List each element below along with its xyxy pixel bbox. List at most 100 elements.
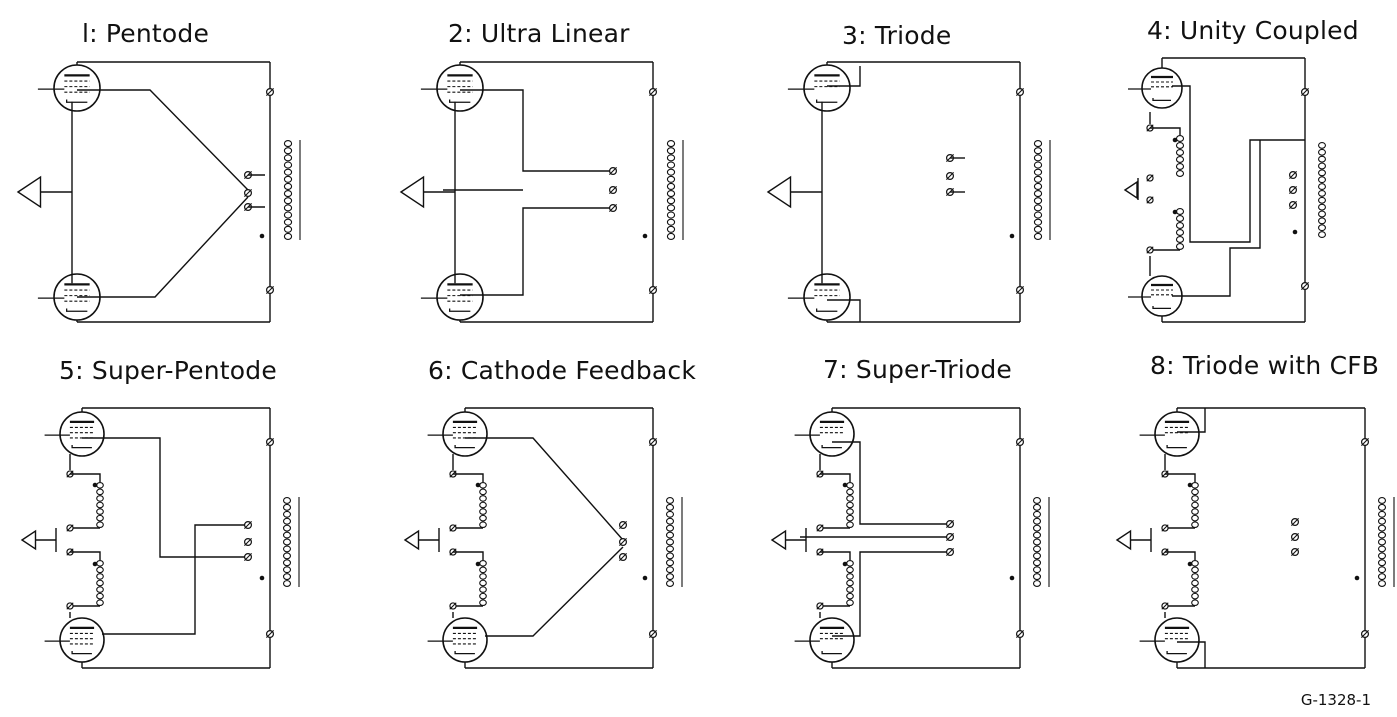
terminal-icon [449,602,457,610]
terminal-icon [1146,246,1154,254]
wire [77,89,249,191]
panel-title-5: 5: Super-Pentode [59,356,277,385]
terminal-icon [1161,602,1169,610]
triode-tube-icon [787,64,851,112]
terminal-icon [609,167,618,176]
terminal-icon [1161,524,1169,532]
wire [1177,408,1206,433]
terminal-icon [1361,629,1370,638]
terminal-icon [946,519,955,528]
terminal-icon [244,537,253,546]
terminal-icon [266,286,275,295]
terminal-icon [1016,438,1025,447]
terminal-icon [1301,87,1310,96]
ground-arrow-icon [20,529,37,551]
terminal-icon [1291,547,1300,556]
winding-coil-icon [283,140,293,240]
phase-dot-icon [92,482,98,488]
wire [102,524,248,635]
phase-dot-icon [642,575,648,581]
schematic-cathodefb [403,407,683,669]
terminal-icon [1291,517,1300,526]
winding-coil-icon [846,481,854,529]
winding-coil-icon [282,497,292,587]
phase-dot-icon [475,561,481,567]
terminal-icon [1361,438,1370,447]
panel-title-6: 6: Cathode Feedback [428,356,697,385]
wire [465,437,624,541]
pentode-tube-icon [37,64,101,112]
terminal-icon [816,602,824,610]
winding-coil-icon [1377,497,1387,587]
wire [460,207,613,296]
panel-title-4: 4: Unity Coupled [1147,16,1359,45]
phase-dot-icon [642,233,648,239]
schematic-unity [1123,57,1326,323]
wire [1177,641,1206,668]
winding-coil-icon [1191,481,1199,529]
terminal-icon [449,524,457,532]
winding-coil-icon [96,559,104,607]
winding-coil-icon [1318,141,1326,239]
pentode-tube-icon [427,617,488,663]
terminal-icon [1291,532,1300,541]
terminal-icon [649,286,658,295]
ground-arrow-icon [399,175,425,209]
winding-coil-icon [479,481,487,529]
phase-dot-icon [1354,575,1360,581]
terminal-icon [1016,286,1025,295]
ground-arrow-icon [766,175,792,209]
winding-coil-icon [1191,559,1199,607]
panel-title-3: 3: Triode [842,21,952,50]
triode-tube-icon [1139,617,1200,663]
winding-coil-icon [96,481,104,529]
ground-arrow-icon [403,529,420,551]
terminal-icon [1289,201,1298,210]
phase-dot-icon [1009,575,1015,581]
winding-coil-icon [1175,208,1185,250]
terminal-icon [266,629,275,638]
wire [453,551,484,560]
winding-coil-icon [665,497,675,587]
ground-arrow-icon [1115,529,1132,551]
wire [827,66,861,87]
wire [827,299,861,322]
panel-title-8: 8: Triode with CFB [1150,351,1380,380]
phase-dot-icon [1187,482,1193,488]
schematic-ultralinear [399,61,684,323]
terminal-icon [244,520,253,529]
terminal-icon [946,532,955,541]
terminal-icon [1016,87,1025,96]
wire [70,551,101,560]
pentode-tube-icon [44,617,105,663]
terminal-icon [66,602,74,610]
phase-dot-icon [1292,229,1298,235]
wire [1172,140,1261,297]
wire [1165,551,1196,560]
pentode-tube-icon [44,411,105,457]
phase-dot-icon [1172,209,1178,215]
wire [1165,473,1196,482]
wire [460,89,613,172]
phase-dot-icon [842,561,848,567]
terminal-icon [619,537,628,546]
schematic-superpentode [20,407,300,669]
terminal-icon [266,438,275,447]
wire [77,196,249,298]
phase-dot-icon [1187,561,1193,567]
winding-coil-icon [846,559,854,607]
panel-title-1: l: Pentode [82,19,210,48]
schematic-supertriode [770,407,1050,669]
phase-dot-icon [1009,233,1015,239]
winding-coil-icon [1175,135,1185,177]
winding-coil-icon [666,140,676,240]
terminal-icon [1289,171,1298,180]
wire [832,441,950,525]
panel-title-2: 2: Ultra Linear [448,19,630,48]
terminal-icon [1146,174,1154,182]
triode-tube-icon [787,273,851,321]
schematic-triode [766,61,1051,323]
phase-dot-icon [842,482,848,488]
terminal-icon [609,186,618,195]
